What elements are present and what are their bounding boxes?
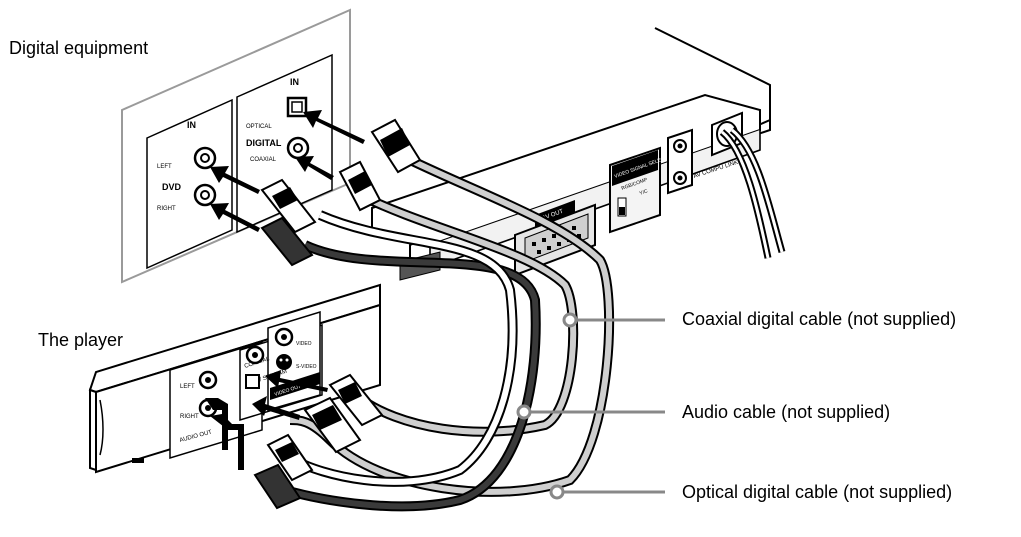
audio-cable-label: Audio cable (not supplied) [682,402,891,422]
equip-audio-white-plug [260,178,317,234]
equip-left: LEFT [157,164,172,170]
video-signal-selector: VIDEO SIGNAL SELECTOR RGB/COMP Y/C [609,146,676,234]
equip-coaxial-plug [338,160,382,212]
audio-cable-left [283,240,541,512]
equip-coaxial: COAXIAL [250,157,277,163]
player-video: VIDEO [296,341,312,347]
player-left: LEFT [180,384,195,390]
selector-yc: Y/C [639,188,649,197]
player-optical-plug [303,396,362,454]
arrow-coaxial-player [265,370,328,392]
equipment-arrows [210,110,365,232]
equip-right-jack [193,183,217,207]
player-video-jack [274,327,294,347]
arrow-right-player [210,414,244,470]
equip-left-jack [193,146,217,170]
power-cord [711,111,786,259]
coaxial-cable-label: Coaxial digital cable (not supplied) [682,309,957,329]
coaxial-cable [351,190,579,437]
player-svideo-jack [276,354,292,370]
player-left-jack [198,370,218,390]
equip-audio-black-plug [260,216,314,267]
equip-right: RIGHT [157,206,176,212]
equip-optical-plug [370,118,422,174]
player-coaxial-jack [245,345,265,365]
callout-coaxial [562,312,665,328]
player-right: RIGHT [180,414,199,420]
callout-audio [516,404,665,420]
equip-digital: DIGITAL [246,138,282,148]
equip-coaxial-jack [286,136,310,160]
player-arrows [205,370,328,470]
arrow-left-equip [210,166,260,194]
optical-cable-label: Optical digital cable (not supplied) [682,482,953,502]
player-optical-jack [245,374,260,389]
player-label: The player [38,330,124,350]
equip-optical: OPTICAL [246,124,272,130]
equip-optical-jack [286,96,308,118]
audio-cable-right [292,210,518,487]
digital-equipment-panel: IN IN LEFT DVD RIGHT OPTICAL DIGITAL COA… [121,8,351,284]
arrow-optical-equip [303,110,365,144]
equip-in-left: IN [187,120,196,130]
player-audio-white-plug [266,433,314,482]
arrow-left-player [205,398,228,450]
player-coaxial-plug [328,373,384,427]
equip-in-right: IN [290,77,299,87]
arrow-optical-player [252,396,300,420]
equip-dvd: DVD [162,182,182,192]
digital-equipment-label: Digital equipment [9,38,149,58]
arrow-right-equip [210,203,260,232]
callout-optical [549,484,665,500]
arrow-coaxial-equip [295,156,334,180]
player-s-video: S-VIDEO [296,364,317,370]
av-out-connector: AV OUT [514,200,596,277]
player-audio-black-plug [253,463,302,510]
